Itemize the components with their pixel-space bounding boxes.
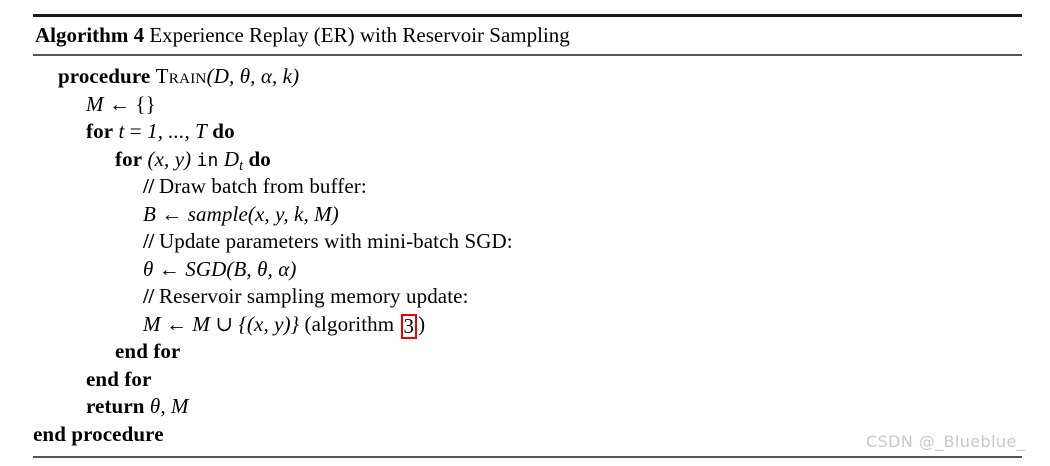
code-line-for-samples: for (x, y) in Dt do xyxy=(33,146,1022,174)
loop-range: 1, ..., T xyxy=(147,119,207,143)
loop-variable: t xyxy=(118,119,125,143)
algorithm-caption-text: Experience Replay (ER) with Reservoir Sa… xyxy=(149,23,570,47)
sample-pair: (x, y) xyxy=(147,146,192,171)
batch-variable: B xyxy=(143,201,156,226)
sgd-function-name: SGD xyxy=(185,256,227,281)
keyword-end-procedure: end procedure xyxy=(33,421,164,446)
keyword-procedure: procedure xyxy=(58,64,151,88)
comment-text-reservoir: Reservoir sampling memory update: xyxy=(159,284,469,308)
code-line-comment-reservoir: // Reservoir sampling memory update: xyxy=(33,283,1022,311)
rule-top xyxy=(33,14,1022,17)
code-line-comment-draw-batch: // Draw batch from buffer: xyxy=(33,173,1022,201)
algorithm-float: Algorithm 4 Experience Replay (ER) with … xyxy=(33,14,1022,458)
return-values: θ, M xyxy=(149,394,189,418)
keyword-for-inner: for xyxy=(115,146,143,171)
dataset-variable: D xyxy=(223,146,240,171)
comment-text-draw-batch: Draw batch from buffer: xyxy=(159,174,367,198)
code-line-init-memory: M ← {} xyxy=(33,91,1022,119)
code-line-memory-update: M ← M ∪ {(x, y)} (algorithm 3) xyxy=(33,311,1022,339)
keyword-return: return xyxy=(86,394,145,418)
code-line-sample-batch: B ← sample(x, y, k, M) xyxy=(33,201,1022,229)
memory-variable: M xyxy=(143,311,161,336)
dataset-subscript: t xyxy=(239,157,244,174)
keyword-end-for-outer: end for xyxy=(86,366,152,391)
code-line-return: return θ, M xyxy=(33,393,1022,421)
algorithm-cross-reference-link[interactable]: 3 xyxy=(400,313,418,339)
keyword-in: in xyxy=(196,149,219,171)
code-line-for-tasks: for t = 1, ..., T do xyxy=(33,118,1022,146)
assign-arrow-icon: ← xyxy=(108,91,131,116)
algorithm-title: Algorithm 4 Experience Replay (ER) with … xyxy=(33,17,1022,54)
union-symbol-icon: ∪ xyxy=(215,311,234,336)
rule-bottom xyxy=(33,456,1022,458)
cross-reference-suffix: ) xyxy=(418,311,426,336)
sample-function-name: sample xyxy=(187,201,248,226)
theta-variable: θ xyxy=(143,256,154,281)
empty-set-literal: {} xyxy=(135,91,156,116)
code-line-end-for-outer: end for xyxy=(33,366,1022,394)
csdn-watermark: CSDN @_Blueblue_ xyxy=(866,432,1026,451)
assign-arrow-icon: ← xyxy=(165,311,188,336)
comment-slashes: // xyxy=(143,284,154,308)
code-line-end-for-inner: end for xyxy=(33,338,1022,366)
memory-variable: M xyxy=(86,91,104,116)
assign-arrow-icon: ← xyxy=(158,256,180,281)
cross-reference-prefix: (algorithm xyxy=(304,311,400,336)
memory-variable-rhs: M xyxy=(192,311,211,336)
code-line-end-procedure: end procedure xyxy=(33,421,1022,449)
keyword-end-for-inner: end for xyxy=(115,339,181,363)
algorithm-number-label: Algorithm 4 xyxy=(35,23,145,47)
keyword-for: for xyxy=(86,119,114,143)
algorithm-body: procedure Train(D, θ, α, k) M ← {} for t… xyxy=(33,56,1022,450)
procedure-args: (D, θ, α, k) xyxy=(206,64,300,88)
sample-function-args: (x, y, k, M) xyxy=(247,201,339,226)
sample-pair-set: {(x, y)} xyxy=(238,311,300,336)
code-line-sgd-step: θ ← SGD(B, θ, α) xyxy=(33,256,1022,284)
comment-text-update-params: Update parameters with mini-batch SGD: xyxy=(159,229,513,253)
sgd-function-args: (B, θ, α) xyxy=(226,256,297,281)
rule-under-title xyxy=(33,54,1022,56)
comment-slashes: // xyxy=(143,174,154,198)
equals-sign: = xyxy=(129,119,142,143)
procedure-name: Train xyxy=(155,64,207,88)
assign-arrow-icon: ← xyxy=(161,201,183,226)
comment-slashes: // xyxy=(143,229,154,253)
keyword-do-inner: do xyxy=(248,146,271,171)
code-line-comment-update-params: // Update parameters with mini-batch SGD… xyxy=(33,228,1022,256)
keyword-do: do xyxy=(212,119,235,143)
code-line-procedure-train: procedure Train(D, θ, α, k) xyxy=(33,63,1022,91)
